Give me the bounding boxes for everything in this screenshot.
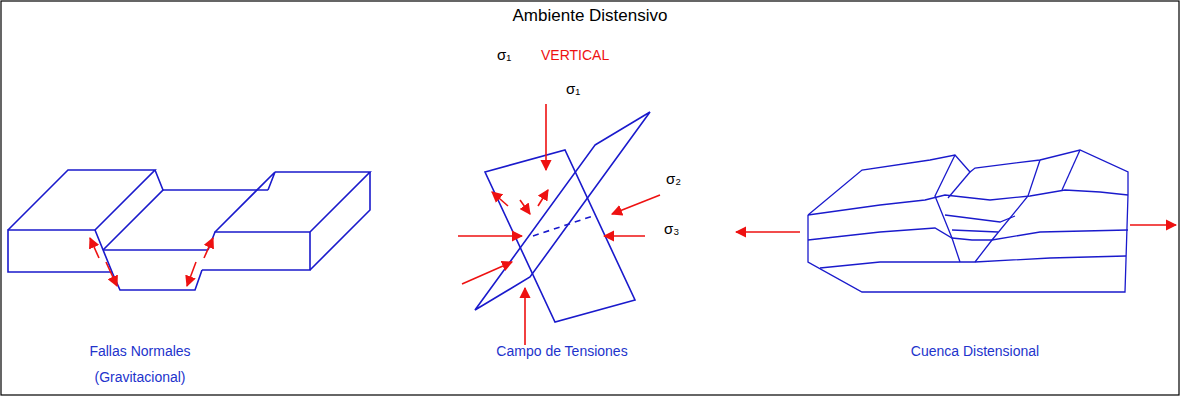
basin-block [808, 150, 1128, 292]
fault-planes [475, 112, 650, 322]
stress-arrows [458, 104, 660, 345]
slip-arrows [90, 238, 213, 286]
graben-block [8, 170, 370, 290]
extension-arrow [1130, 224, 1176, 226]
figure-caption: Cuenca Distensional [911, 338, 1039, 364]
stress-symbol: σ₃ [664, 220, 679, 238]
stress-symbol: σ₁ [566, 80, 580, 98]
stress-symbol: σ₂ [666, 170, 681, 188]
figure-caption: Campo de Tensiones [496, 338, 627, 364]
extension-arrow [736, 231, 800, 233]
figure-caption: Fallas Normales (Gravitacional) [75, 338, 205, 390]
stress-symbol: σ₁ [497, 46, 511, 64]
diagram-title: Ambiente Distensivo [513, 6, 668, 26]
stress-note: VERTICAL [541, 47, 609, 64]
